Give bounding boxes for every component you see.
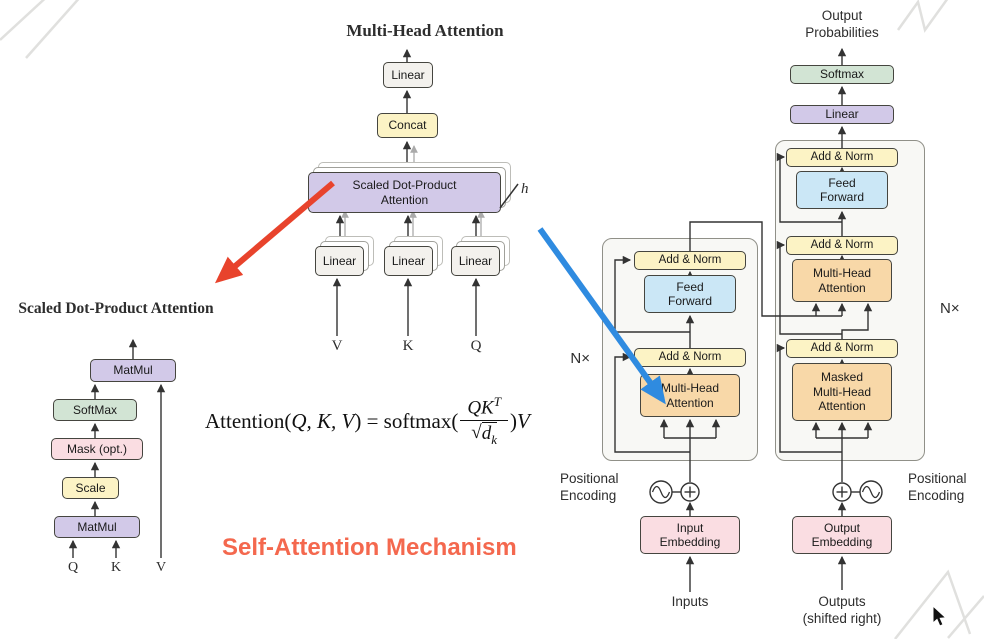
output-embedding-box: Output Embedding	[792, 516, 892, 554]
formula-close: )	[509, 408, 517, 433]
decoder-add-norm-top-box: Add & Norm	[786, 148, 898, 167]
outputs-label: Outputs (shifted right)	[802, 594, 882, 626]
sine-icon	[649, 480, 673, 504]
mha-linear-q-box: Linear	[451, 246, 500, 276]
formula-den-sub: k	[491, 432, 497, 448]
mha-input-v-label: V	[331, 338, 343, 354]
formula-numerator: QK	[467, 397, 494, 419]
mha-linear-k-box: Linear	[384, 246, 433, 276]
decoder-multi-head-attention-box: Multi-Head Attention	[792, 259, 892, 302]
decoder-masked-multi-head-attention-box: Masked Multi-Head Attention	[792, 363, 892, 421]
sdpa-input-q-label: Q	[67, 560, 79, 575]
encoder-feed-forward-box: Feed Forward	[644, 275, 736, 313]
mha-sdpa-box: Scaled Dot-Product Attention	[308, 172, 501, 213]
encoder-positional-encoding-label: Positional Encoding	[560, 471, 619, 503]
input-embedding-box: Input Embedding	[640, 516, 740, 554]
sdpa-matmul-top-box: MatMul	[90, 359, 176, 382]
formula-v: V	[516, 408, 530, 433]
encoder-add-norm-bottom-box: Add & Norm	[634, 348, 746, 367]
caption-self-attention: Self-Attention Mechanism	[222, 534, 517, 561]
decoder-linear-box: Linear	[790, 105, 894, 124]
decoder-positional-encoding-label: Positional Encoding	[908, 471, 967, 503]
plus-icon	[680, 482, 700, 502]
plus-icon	[832, 482, 852, 502]
sdpa-input-k-label: K	[110, 560, 122, 575]
sdpa-softmax-box: SoftMax	[53, 399, 137, 421]
mha-title: Multi-Head Attention	[346, 21, 504, 40]
sdpa-input-v-label: V	[155, 560, 167, 575]
decoder-n-label: N×	[940, 300, 960, 317]
sine-icon	[859, 480, 883, 504]
decoder-add-norm-mid-box: Add & Norm	[786, 236, 898, 255]
mha-linear-v-box: Linear	[315, 246, 364, 276]
mha-input-q-label: Q	[470, 338, 482, 354]
output-probabilities-label: Output Probabilities	[805, 8, 879, 40]
formula-transpose: T	[493, 393, 501, 409]
formula-fraction: QKT √dk	[460, 394, 508, 448]
sdpa-mask-box: Mask (opt.)	[51, 438, 143, 460]
mouse-cursor	[932, 604, 947, 627]
encoder-n-label: N×	[570, 350, 590, 367]
mha-input-k-label: K	[402, 338, 414, 354]
mha-linear-top-box: Linear	[383, 62, 433, 88]
encoder-add-norm-top-box: Add & Norm	[634, 251, 746, 270]
formula-denominator: d	[481, 423, 492, 445]
sdpa-matmul-bottom-box: MatMul	[54, 516, 140, 538]
formula-radical-icon: √	[471, 422, 482, 444]
sdpa-title: Scaled Dot-Product Attention	[18, 300, 214, 317]
positional-encoding-decoder-icons	[832, 480, 883, 504]
attention-formula: Attention(Q, K, V) = softmax( QKT √dk )V	[205, 394, 530, 448]
formula-args: Q, K, V	[291, 408, 355, 433]
formula-fn: Attention(	[205, 408, 292, 433]
mha-h-label: h	[521, 181, 529, 197]
positional-encoding-encoder-icons	[649, 480, 700, 504]
decoder-softmax-box: Softmax	[790, 65, 894, 84]
mha-concat-box: Concat	[377, 113, 438, 138]
decoder-add-norm-bottom-box: Add & Norm	[786, 339, 898, 358]
decoder-feed-forward-box: Feed Forward	[796, 171, 888, 209]
inputs-label: Inputs	[671, 594, 709, 609]
sdpa-scale-box: Scale	[62, 477, 119, 499]
formula-eq: ) = softmax(	[354, 408, 459, 433]
encoder-multi-head-attention-box: Multi-Head Attention	[640, 374, 740, 417]
